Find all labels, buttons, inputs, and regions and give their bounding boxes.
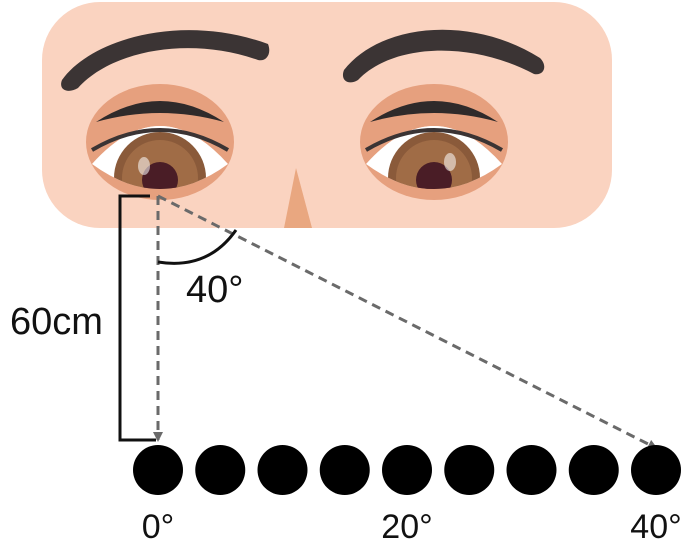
- target-dot: [320, 445, 370, 495]
- distance-bracket: [120, 196, 156, 440]
- target-dot: [195, 445, 245, 495]
- tick-label: 20°: [381, 508, 432, 546]
- target-dot: [382, 445, 432, 495]
- distance-label: 60cm: [10, 301, 103, 343]
- target-dot: [258, 445, 308, 495]
- tick-label: 40°: [630, 508, 681, 546]
- tick-labels: 0° 20° 40°: [142, 508, 682, 546]
- angle-label: 40°: [186, 269, 243, 311]
- target-dot: [631, 445, 681, 495]
- target-dot: [133, 445, 183, 495]
- target-row: [133, 445, 681, 495]
- target-dot: [507, 445, 557, 495]
- target-dot: [444, 445, 494, 495]
- target-dot: [569, 445, 619, 495]
- angle-arc: [158, 230, 236, 263]
- face-illustration: [42, 2, 612, 228]
- tick-label: 0°: [142, 508, 175, 546]
